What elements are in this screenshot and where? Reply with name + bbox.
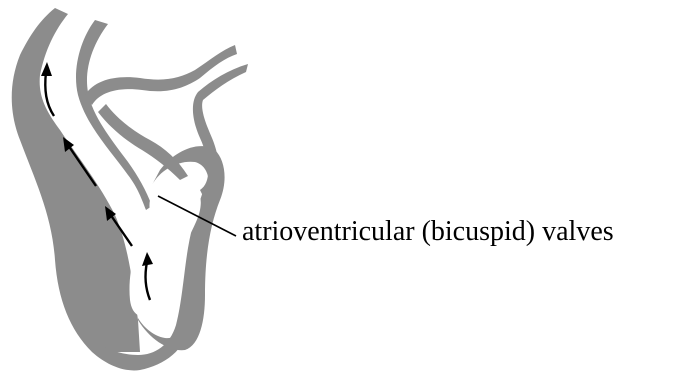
valve-label: atrioventricular (bicuspid) valves [242,218,614,246]
aortic-arch [85,45,237,105]
arrow-head [41,62,52,76]
heart-tissue [12,8,248,370]
heart-wall [12,8,140,352]
